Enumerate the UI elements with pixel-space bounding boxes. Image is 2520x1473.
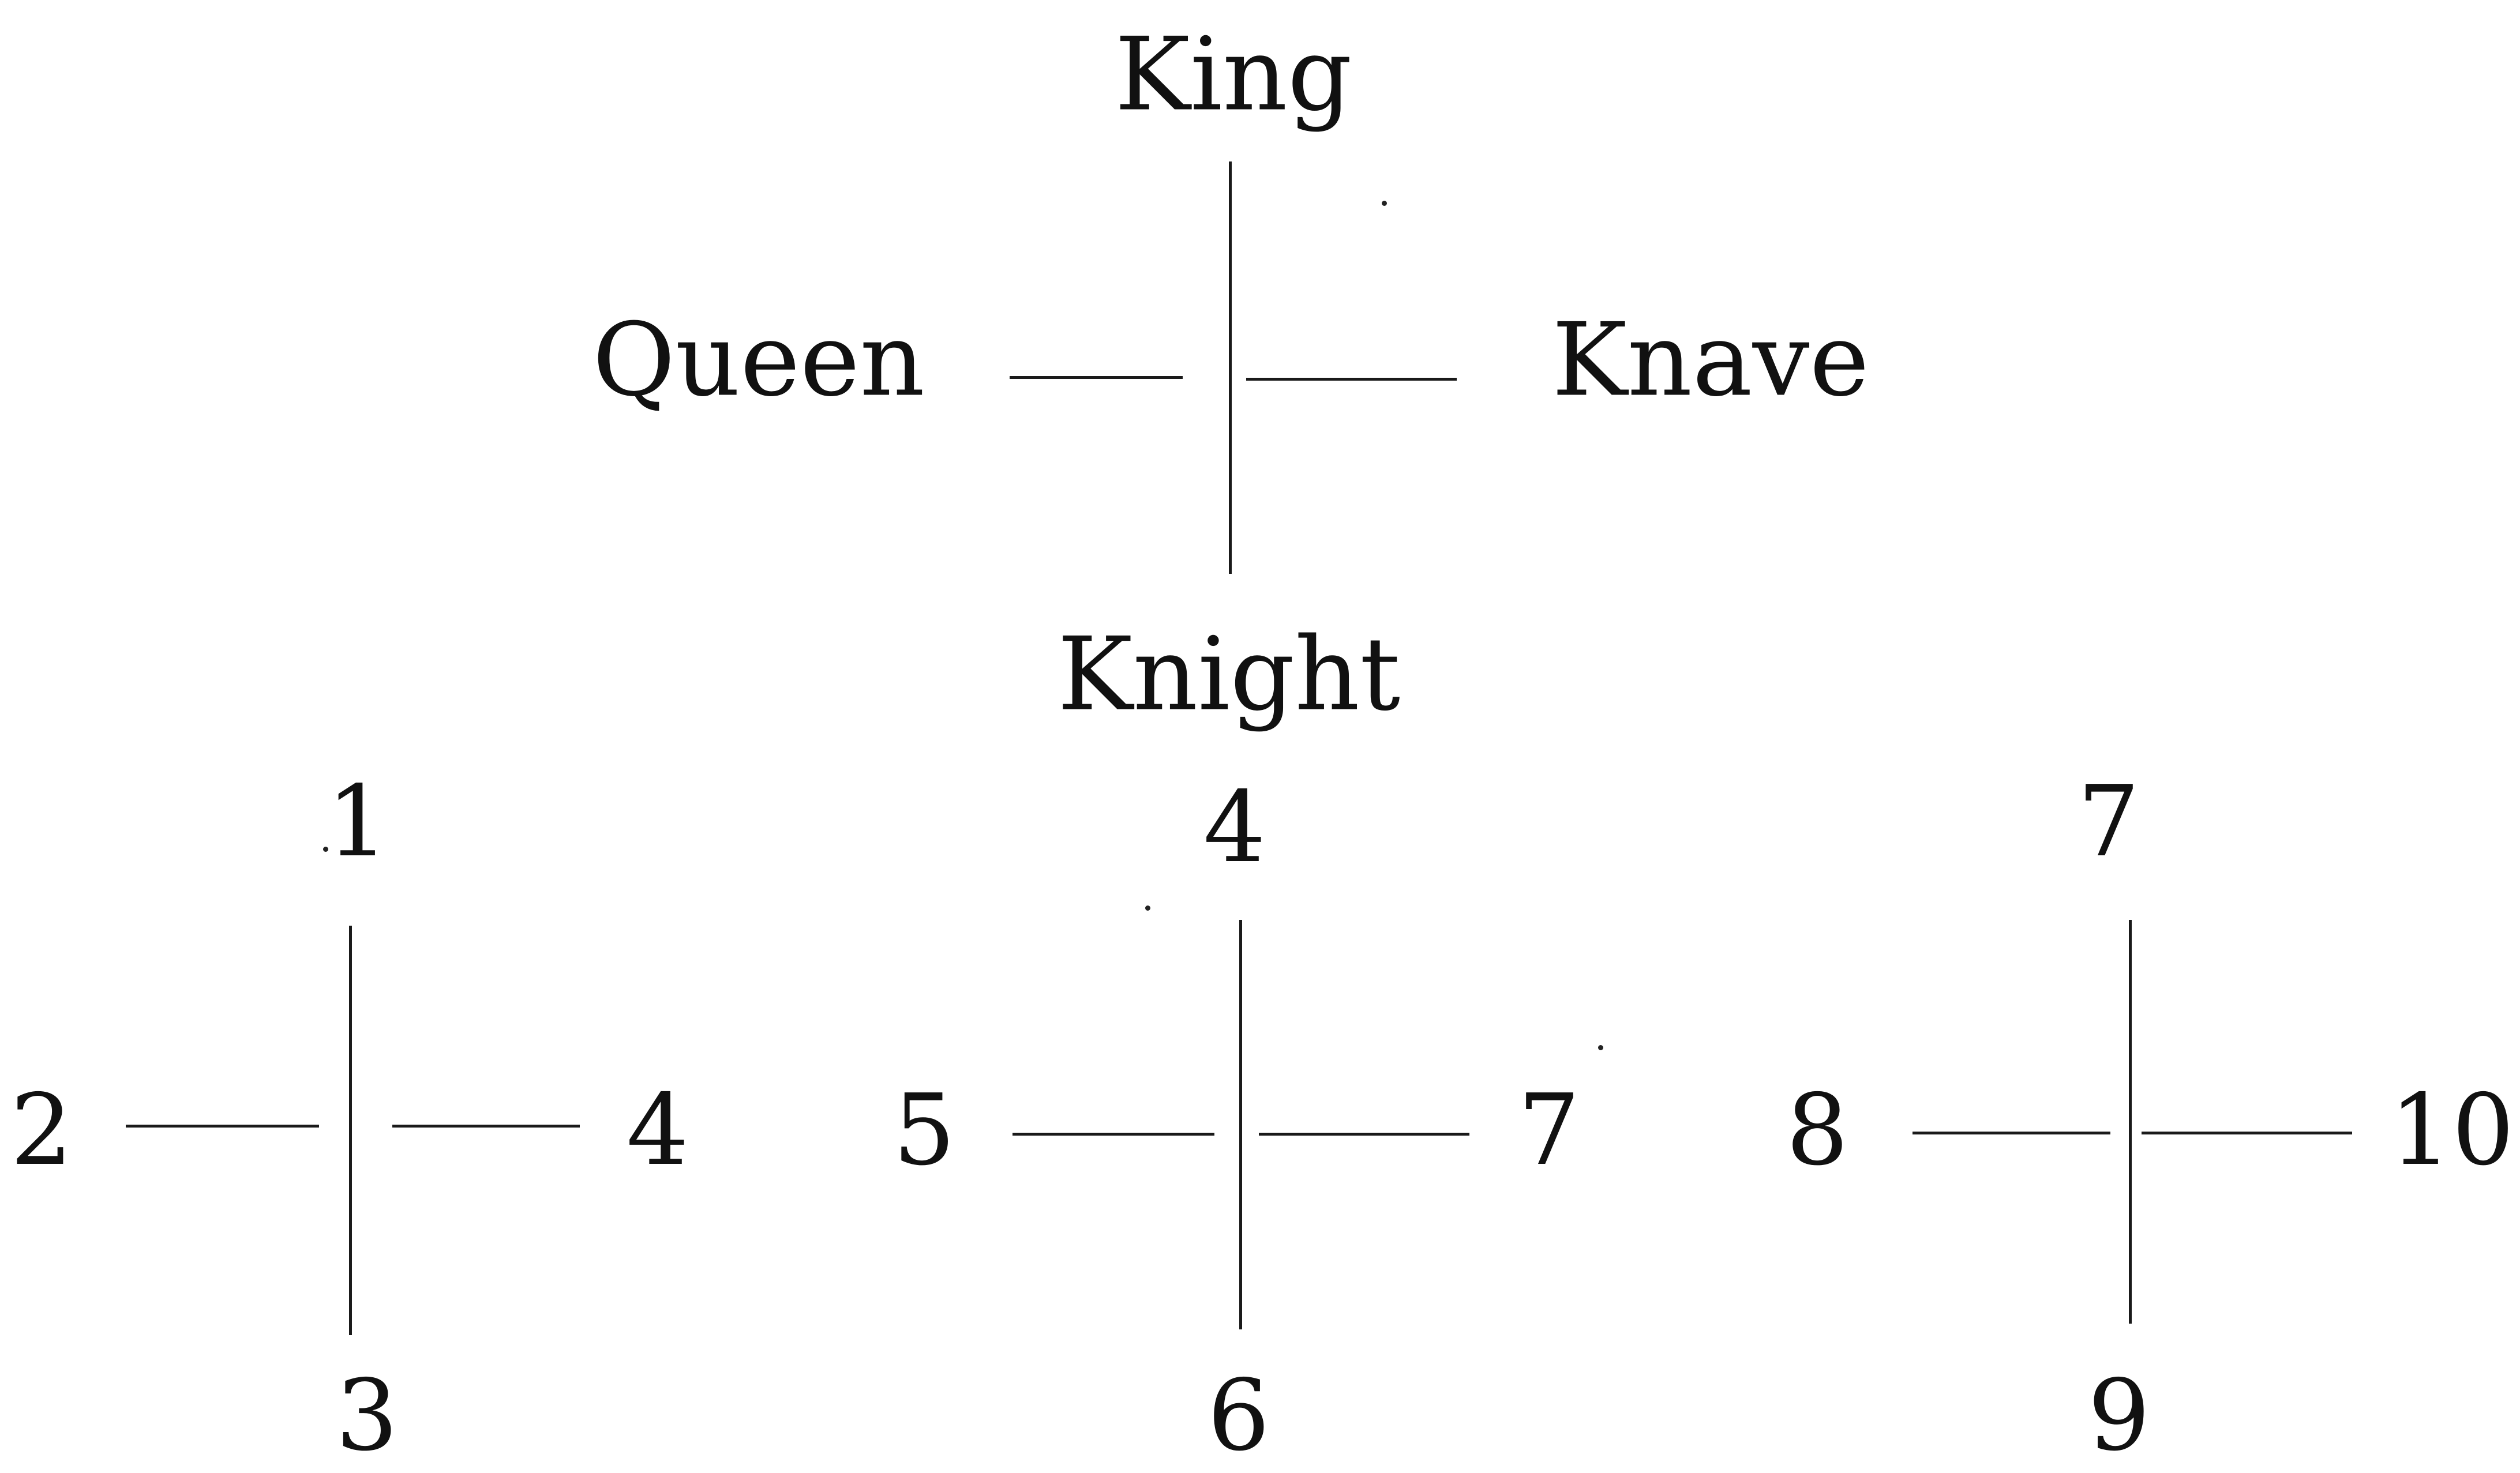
print-speck	[1382, 201, 1387, 206]
cross-2-right-number: 7	[1517, 1073, 1581, 1188]
cross-2-bottom-number: 6	[1207, 1359, 1270, 1473]
cross-1-left-number: 2	[10, 1073, 73, 1188]
cross-3-right-arm	[2142, 1132, 2352, 1134]
label-queen: Queen	[592, 302, 925, 419]
cross-2-left-arm	[1012, 1133, 1214, 1136]
cross-1-top-number: 1	[326, 765, 389, 879]
court-cross-right-arm	[1246, 378, 1457, 381]
cross-3-vertical-line	[2129, 920, 2132, 1324]
cross-2-vertical-line	[1239, 920, 1242, 1329]
cross-1-right-arm	[392, 1125, 580, 1128]
print-speck	[1145, 905, 1150, 911]
cross-1-right-number: 4	[626, 1073, 689, 1188]
label-knight: Knight	[1057, 616, 1401, 734]
cross-3-right-number: 10	[2389, 1073, 2515, 1188]
cross-1-bottom-number: 3	[335, 1359, 399, 1473]
cross-3-left-number: 8	[1786, 1073, 1849, 1188]
court-cross-vertical-line	[1229, 161, 1232, 574]
cross-1-left-arm	[126, 1125, 319, 1128]
label-king: King	[1115, 16, 1352, 134]
print-speck	[323, 847, 328, 852]
cross-1-vertical-line	[349, 926, 352, 1335]
label-knave: Knave	[1551, 302, 1870, 419]
cross-3-top-number: 7	[2077, 765, 2140, 879]
cross-2-right-arm	[1259, 1133, 1469, 1136]
cross-3-bottom-number: 9	[2087, 1359, 2151, 1473]
court-cross-left-arm	[1010, 376, 1183, 379]
cross-2-top-number: 4	[1203, 771, 1266, 885]
print-speck	[1598, 1045, 1603, 1050]
cross-3-left-arm	[1912, 1132, 2110, 1134]
cross-2-left-number: 5	[892, 1073, 956, 1188]
